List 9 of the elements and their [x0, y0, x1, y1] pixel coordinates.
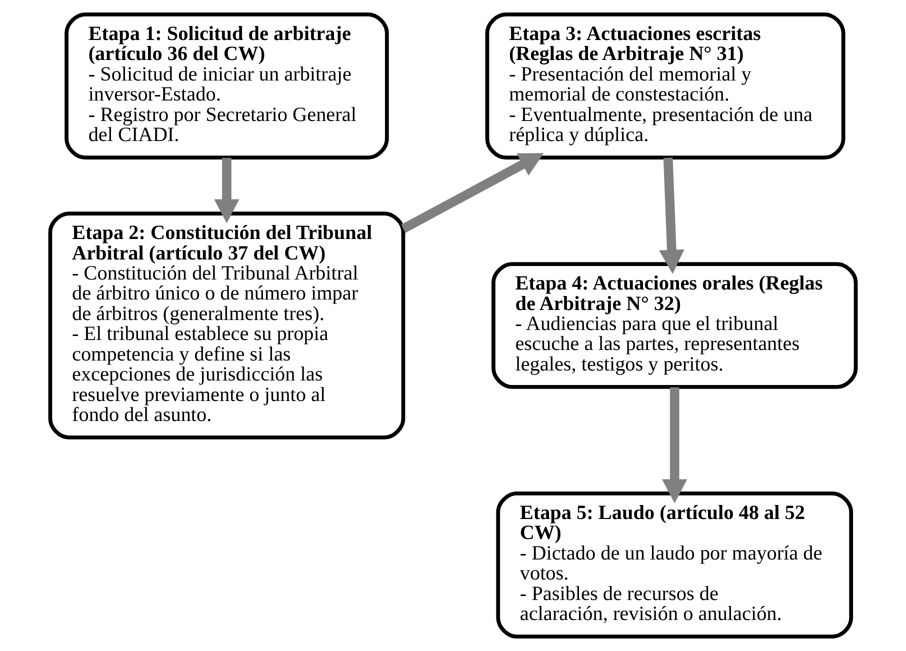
arrow: [214, 158, 240, 224]
arrow: [662, 387, 688, 504]
node-box: Etapa 3: Actuaciones escritas (Reglas de Arbitraje N° 31) - Presentación del memorial y memorial de constestación. - Eventualmente, presentación de una réplica y dúplica.: [485, 12, 846, 160]
arrow: [659, 158, 684, 274]
node-box: Etapa 5: Laudo (artículo 48 al 52 CW) - Dictado de un laudo por mayoría de votos. - Pasibles de recursos de aclaración, revisión o anulación.: [496, 492, 854, 638]
node-box: Etapa 4: Actuaciones orales (Reglas de Arbitraje N° 32) - Audiencias para que el tribunal escuche a las partes, representantes legales, testigos y peritos.: [492, 262, 858, 389]
node-box: Etapa 2: Constitución del Tribunal Arbitral (artículo 37 del CW) - Constitución del Tribunal Arbitral de árbitro único o de número impar de árbitros (generalmente tres). - El tribunal establece su propia competencia y define si las excepciones de jurisdicción las resuelve previamente o junto al fondo del asunto.: [48, 212, 406, 440]
arrow: [401, 153, 544, 233]
node-box: Etapa 1: Solicitud de arbitraje (artículo 36 del CW) - Solicitud de iniciar un arbitraje inversor-Estado. - Registro por Secretario General del CIADI.: [64, 12, 389, 160]
